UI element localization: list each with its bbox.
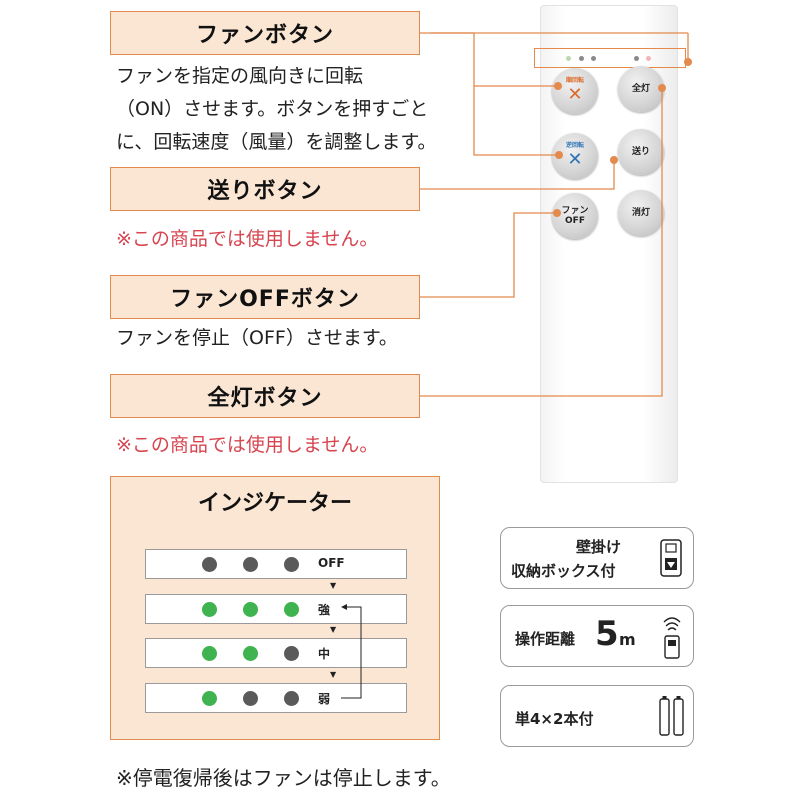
remote-send-button[interactable]: 送り xyxy=(618,129,664,175)
range-spec: 操作距離 5 m xyxy=(500,605,694,667)
indicator-dot xyxy=(284,557,299,572)
send-button-note: ※この商品では使用しません。 xyxy=(116,228,379,250)
fan-off-button-label: ファンOFFボタン xyxy=(110,275,420,319)
remote-led xyxy=(634,56,639,61)
arrow-down-icon: ▼ xyxy=(330,581,337,590)
connector-dot xyxy=(684,58,692,66)
indicator-label: 強 xyxy=(318,603,331,617)
wall-holder-icon xyxy=(660,539,682,577)
wall-mount-spec: 壁掛け 収納ボックス付 xyxy=(500,527,694,589)
send-button-title: 送りボタン xyxy=(207,179,323,204)
indicator-panel: インジケーター OFF ▼ 強 ▼ 中 ▼ 弱 xyxy=(110,476,440,740)
fan-reverse-text: 逆回転 xyxy=(565,142,584,149)
arrow-down-icon: ▼ xyxy=(330,670,337,679)
distance-label: 操作距離 xyxy=(515,630,576,648)
indicator-title: インジケーター xyxy=(197,491,352,516)
indicator-dot xyxy=(243,557,258,572)
remote-fan-forward-button[interactable]: 順回転 ✕ xyxy=(552,68,598,114)
connector-dot xyxy=(610,156,618,164)
battery-spec: 単4×2本付 xyxy=(500,685,694,747)
indicator-dot xyxy=(284,646,299,661)
indicator-dot xyxy=(202,602,217,617)
remote-led xyxy=(566,56,571,61)
indicator-label: OFF xyxy=(318,556,345,570)
fan-off-button-title: ファンOFFボタン xyxy=(170,287,360,312)
connector-dot xyxy=(555,151,563,159)
fan-off-text-2: OFF xyxy=(565,216,585,226)
all-light-text: 全灯 xyxy=(631,84,650,94)
indicator-dot xyxy=(202,691,217,706)
arrow-down-icon: ▼ xyxy=(330,625,337,634)
indicator-dot xyxy=(284,602,299,617)
footnote: ※停電復帰後はファンは停止します。 xyxy=(116,766,451,790)
fan-off-text-1: ファン xyxy=(561,206,589,216)
remote-led xyxy=(579,56,584,61)
indicator-row-strong: 強 xyxy=(145,594,407,624)
indicator-label: 中 xyxy=(318,647,331,661)
indicator-dot xyxy=(202,646,217,661)
connector-dot xyxy=(554,82,562,90)
fan-button-title: ファンボタン xyxy=(195,23,334,48)
all-light-button-label: 全灯ボタン xyxy=(110,374,420,418)
remote-lights-off-button[interactable]: 消灯 xyxy=(618,190,664,236)
fan-icon: ✕ xyxy=(567,84,583,105)
wall-mount-line-1: 壁掛け xyxy=(575,538,621,556)
indicator-row-medium: 中 xyxy=(145,638,407,668)
fan-icon: ✕ xyxy=(567,149,583,170)
battery-label: 単4×2本付 xyxy=(515,710,594,728)
remote-led xyxy=(591,56,596,61)
remote-led xyxy=(646,56,651,61)
indicator-dot xyxy=(284,691,299,706)
fan-button-description: ファンを指定の風向きに回転 （ON）させます。ボタンを押すごと に、回転速度（風… xyxy=(116,60,437,159)
remote-signal-icon xyxy=(663,617,681,659)
indicator-row-off: OFF xyxy=(145,549,407,579)
send-button-label: 送りボタン xyxy=(110,167,420,211)
send-text: 送り xyxy=(631,147,650,157)
fan-off-description: ファンを停止（OFF）させます。 xyxy=(116,327,398,349)
fan-desc-line-2: （ON）させます。ボタンを押すごと xyxy=(116,98,429,120)
distance-value: 5 xyxy=(595,614,619,654)
lights-off-text: 消灯 xyxy=(631,208,650,218)
all-light-button-note: ※この商品では使用しません。 xyxy=(116,434,379,456)
distance-unit: m xyxy=(619,630,636,649)
indicator-dot xyxy=(243,691,258,706)
indicator-label: 弱 xyxy=(318,692,331,706)
fan-desc-line-1: ファンを指定の風向きに回転 xyxy=(116,65,364,87)
battery-icon xyxy=(659,696,684,736)
indicator-row-weak: 弱 xyxy=(145,683,407,713)
connector-dot xyxy=(658,84,666,92)
indicator-dot xyxy=(202,557,217,572)
fan-forward-text: 順回転 xyxy=(565,77,584,84)
remote-all-light-button[interactable]: 全灯 xyxy=(618,66,664,112)
indicator-dot xyxy=(243,646,258,661)
wall-mount-line-2: 収納ボックス付 xyxy=(511,562,616,580)
indicator-dot xyxy=(243,602,258,617)
fan-desc-line-3: に、回転速度（風量）を調整します。 xyxy=(116,131,437,153)
all-light-button-title: 全灯ボタン xyxy=(207,386,323,411)
fan-button-label: ファンボタン xyxy=(110,11,420,55)
led-strip-highlight xyxy=(534,48,686,68)
connector-dot xyxy=(553,209,561,217)
